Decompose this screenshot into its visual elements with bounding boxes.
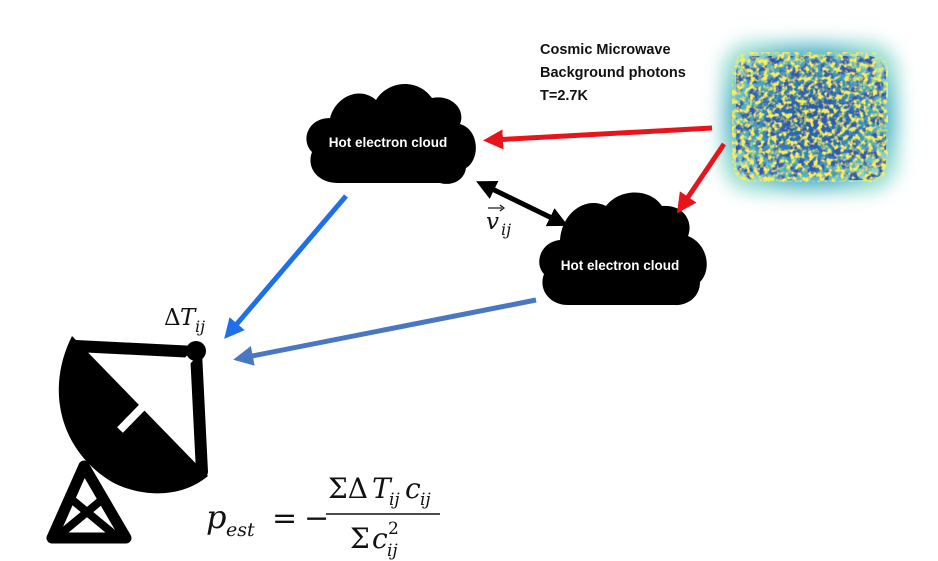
- temperature-subscript: ij: [195, 317, 205, 336]
- cloud-1-to-telescope-arrow: [224, 194, 348, 339]
- cloud-2-to-telescope-arrow: [233, 297, 537, 366]
- formula-equals: =: [272, 501, 297, 536]
- velocity-symbol: v: [486, 209, 499, 235]
- velocity-subscript: ij: [501, 220, 511, 239]
- formula-lhs: p: [206, 498, 226, 536]
- formula-denominator-c: c: [372, 522, 388, 555]
- radio-telescope-icon: [46, 336, 208, 544]
- hot-electron-cloud-1: Hot electron cloud: [306, 83, 476, 184]
- velocity-label: v ij: [486, 204, 511, 239]
- vector-arrow-accent-head: [499, 204, 505, 212]
- cloud-label: Hot electron cloud: [329, 135, 448, 150]
- formula-numerator-t-subscript: ij: [389, 490, 400, 510]
- cmb-label-line3: T=2.7K: [540, 88, 588, 104]
- cmb-label-line2: Background photons: [540, 65, 686, 81]
- feed-arm-vertical: [190, 346, 208, 478]
- formula-numerator-c: c: [405, 472, 421, 505]
- cloud-icon: [306, 83, 476, 184]
- feed-horn: [186, 341, 206, 361]
- tower-brace-2: [55, 494, 107, 540]
- relative-velocity-arrow: [476, 180, 569, 227]
- hot-electron-cloud-2: Hot electron cloud: [539, 192, 707, 306]
- formula-denominator-superscript: 2: [388, 519, 399, 539]
- formula-lhs-subscript: est: [226, 519, 255, 541]
- cloud-icon: [539, 192, 707, 306]
- cmb-label-line1: Cosmic Microwave: [540, 42, 671, 58]
- cloud-label: Hot electron cloud: [561, 258, 680, 273]
- feed-arm-horizontal: [70, 340, 202, 358]
- formula-numerator-t: T: [372, 472, 393, 505]
- cmb-to-cloud-2-arrow: [676, 142, 727, 214]
- formula-numerator-c-subscript: ij: [420, 490, 431, 510]
- temperature-symbol: T: [180, 305, 197, 331]
- p-est-formula: p est = − ΣΔ T ij c ij Σ c 2 ij: [206, 472, 440, 561]
- cmb-label: Cosmic Microwave Background photons T=2.…: [540, 42, 686, 104]
- delta-symbol: Δ: [164, 305, 181, 331]
- cmb-map-image: [722, 42, 898, 192]
- tower-brace-1: [67, 494, 119, 540]
- formula-denominator-subscript: ij: [387, 541, 398, 561]
- formula-minus: −: [304, 501, 329, 536]
- delta-t-label: Δ T ij: [164, 305, 205, 336]
- formula-numerator-sigma-delta: ΣΔ: [328, 472, 368, 505]
- feed-arm-diagonal: [117, 349, 199, 433]
- formula-denominator-sigma: Σ: [350, 522, 370, 555]
- cmb-to-cloud-1-arrow: [483, 125, 713, 150]
